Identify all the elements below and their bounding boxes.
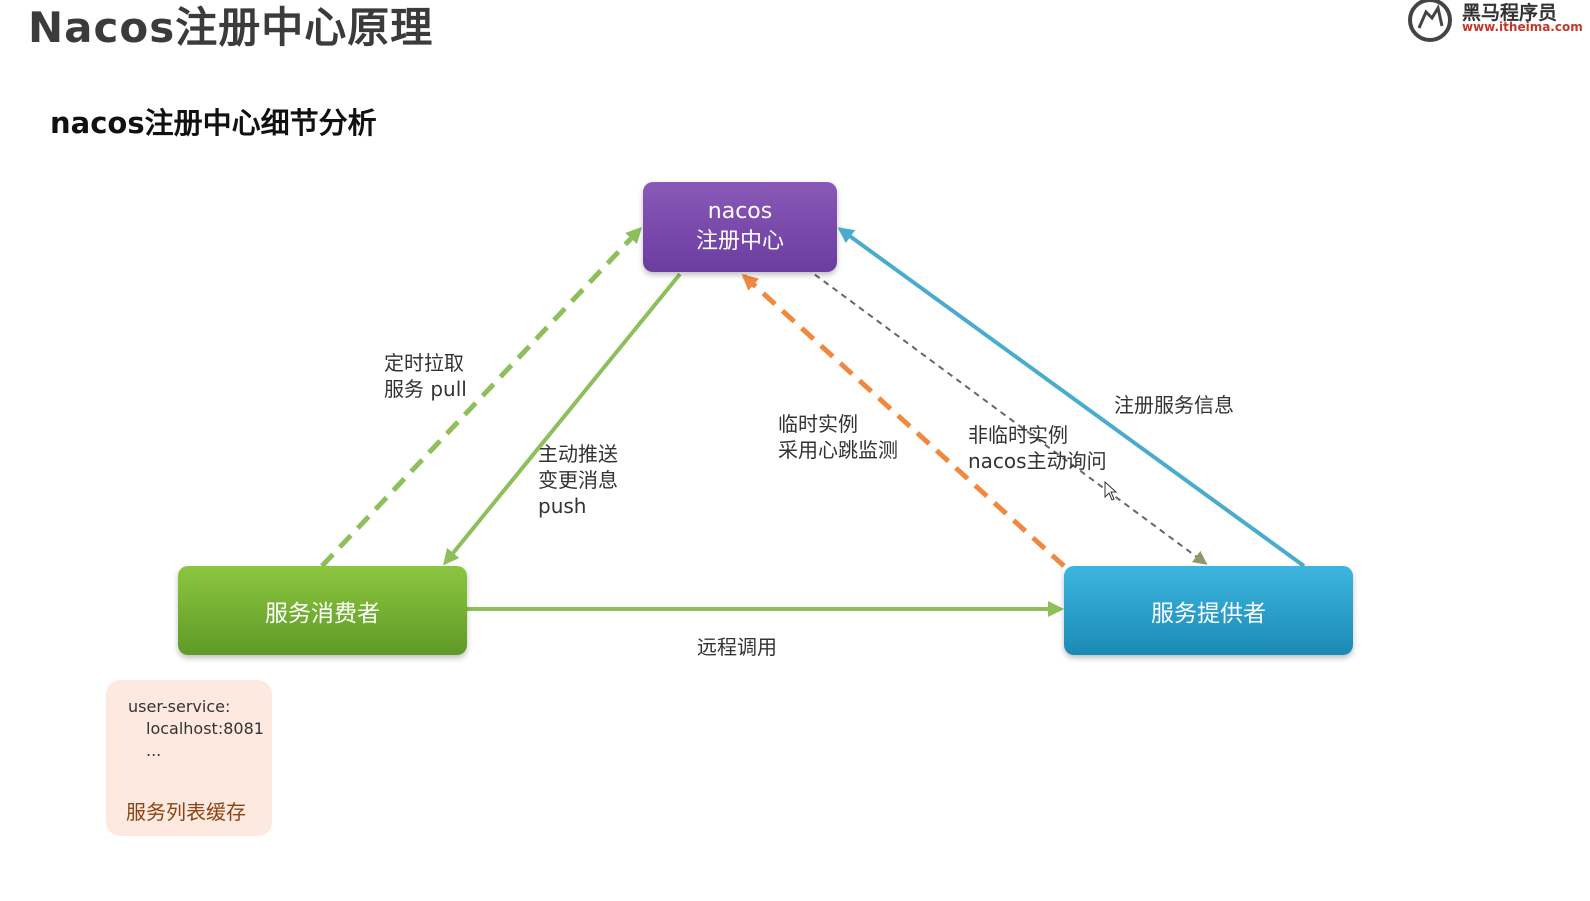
edge-push-label: 主动推送 变更消息 push [538, 441, 618, 519]
section-subtitle: nacos注册中心细节分析 [50, 106, 377, 140]
edge-push-label-line1: 主动推送 [538, 442, 618, 466]
edge-heartbeat-label-line1: 临时实例 [778, 412, 858, 436]
edge-probe-arrow [805, 267, 1208, 565]
edge-probe-label-line1: 非临时实例 [968, 423, 1068, 447]
horse-logo-icon [1408, 0, 1452, 42]
consumer-node-label: 服务消费者 [265, 600, 380, 627]
page-title: Nacos注册中心原理 [28, 3, 434, 52]
edge-heartbeat-arrow [741, 273, 1066, 568]
cache-service-address: localhost:8081 [146, 719, 264, 738]
nacos-node-line1: nacos [707, 199, 773, 224]
edge-register-arrow [837, 227, 1306, 568]
mouse-cursor-icon [1104, 481, 1118, 501]
edge-probe-label: 非临时实例 nacos主动询问 [968, 422, 1107, 474]
cache-title: 服务列表缓存 [126, 800, 246, 824]
cache-service-name: user-service: [128, 697, 231, 716]
edge-heartbeat-label-line2: 采用心跳监测 [778, 438, 898, 462]
service-consumer-node: 服务消费者 [178, 566, 467, 655]
provider-node-label: 服务提供者 [1151, 600, 1266, 627]
nacos-node-line2: 注册中心 [695, 229, 784, 254]
edge-push-arrow [443, 272, 682, 566]
edge-push-label-line2: 变更消息 [538, 468, 618, 492]
service-provider-node: 服务提供者 [1064, 566, 1353, 655]
edge-pull-label: 定时拉取 服务 pull [384, 350, 467, 402]
edge-probe-label-line2: nacos主动询问 [968, 449, 1107, 473]
brand-logo: 黑马程序员 www.itheima.com [1402, 0, 1590, 42]
brand-url: www.itheima.com [1462, 20, 1583, 34]
edge-rpc-label: 远程调用 [697, 635, 777, 659]
edge-register-label: 注册服务信息 [1114, 393, 1234, 417]
edge-pull-label-line2: 服务 pull [384, 377, 467, 401]
service-list-cache: user-service: localhost:8081 ... 服务列表缓存 [106, 680, 272, 836]
edge-push-label-line3: push [538, 494, 587, 518]
edge-pull-label-line1: 定时拉取 [384, 351, 464, 375]
nacos-registry-node: nacos 注册中心 [643, 182, 837, 272]
cache-more-ellipsis: ... [146, 741, 162, 760]
brand-name: 黑马程序员 [1462, 2, 1558, 24]
edge-heartbeat-label: 临时实例 采用心跳监测 [778, 411, 898, 463]
